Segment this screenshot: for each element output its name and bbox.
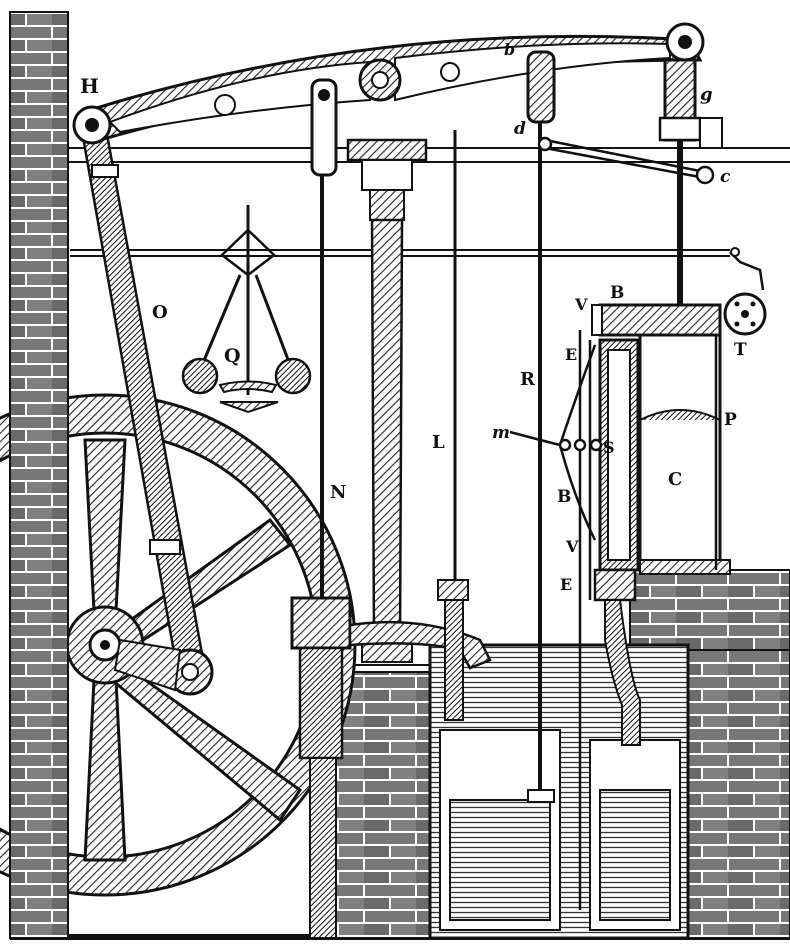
label-p: P [724, 410, 737, 430]
piston-rod-g [658, 58, 723, 420]
label-t: T [734, 340, 747, 360]
label-c: c [720, 167, 731, 187]
label-r: R [520, 369, 536, 390]
left-wall-front [9, 11, 69, 939]
label-v-top: V [574, 295, 588, 314]
flywheel [0, 393, 357, 897]
centrifugal-governor [181, 205, 312, 414]
rod-l [437, 130, 469, 721]
label-h: H [80, 74, 99, 98]
label-q: Q [224, 345, 241, 367]
central-column [346, 138, 428, 663]
label-s: S [603, 438, 615, 457]
label-e-top: E [565, 345, 577, 364]
label-o: O [152, 302, 168, 323]
walking-beam [72, 22, 705, 145]
steam-cylinder [598, 303, 731, 575]
label-m: m [492, 423, 510, 443]
parallel-motion-linkage [537, 136, 715, 185]
label-b-top: B [610, 283, 624, 303]
label-c-cylinder: C [668, 469, 682, 490]
throttle-valve [723, 247, 767, 336]
label-l: L [432, 432, 445, 453]
valve-gear [509, 330, 603, 910]
cold-water-cistern [428, 643, 690, 940]
pump-rod-n [290, 78, 492, 939]
labels: H b g d c O Q V B E R T P m S L C N B V … [80, 40, 747, 594]
rod-r [526, 50, 556, 803]
label-v-bottom: V [565, 537, 579, 556]
label-n: N [330, 482, 346, 503]
valve-chest [591, 304, 641, 746]
right-brick-foundation [329, 569, 790, 939]
label-g: g [700, 84, 713, 105]
label-b-mid: B [557, 487, 571, 507]
label-b: b [504, 40, 515, 59]
label-d: d [514, 119, 526, 139]
label-e-bottom: E [560, 575, 572, 594]
